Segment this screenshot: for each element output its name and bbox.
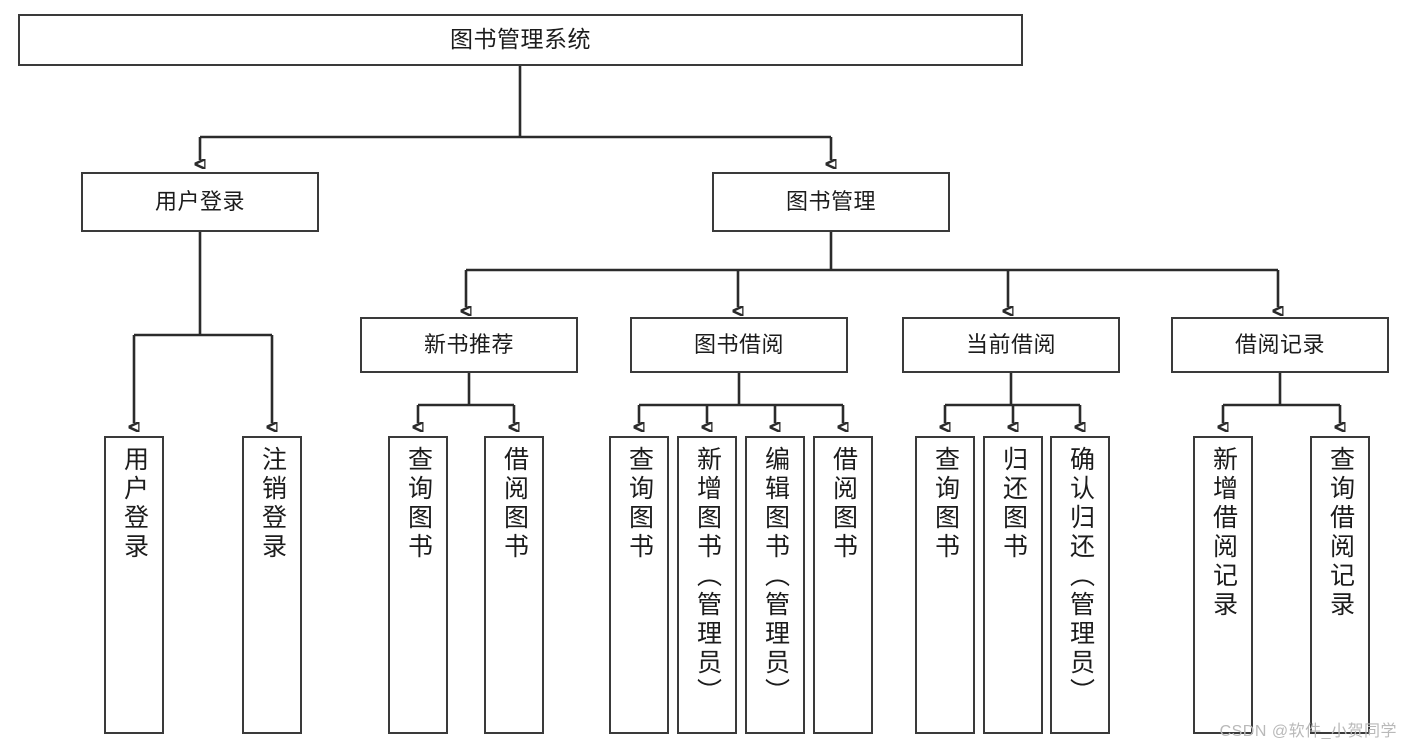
node-book-borrow[interactable]: 图书借阅 [630, 317, 848, 373]
leaf-book-borrow-3[interactable]: 借阅图书 [813, 436, 873, 734]
leaf-book-borrow-0[interactable]: 查询图书 [609, 436, 669, 734]
leaf-user-login-1[interactable]: 注销登录 [242, 436, 302, 734]
node-new-book-rec-label: 新书推荐 [423, 332, 514, 358]
leaf-label: 新增图书（管理员） [693, 446, 722, 707]
leaf-borrow-record-1[interactable]: 查询借阅记录 [1310, 436, 1370, 734]
leaf-label: 查询借阅记录 [1326, 446, 1355, 620]
node-book-borrow-label: 图书借阅 [693, 332, 784, 358]
node-current-borrow-label: 当前借阅 [965, 332, 1056, 358]
leaf-label: 注销登录 [258, 446, 287, 562]
leaf-label: 归还图书 [999, 446, 1028, 562]
leaf-current-borrow-0[interactable]: 查询图书 [915, 436, 975, 734]
node-book-manage-label: 图书管理 [785, 189, 876, 215]
leaf-current-borrow-1[interactable]: 归还图书 [983, 436, 1043, 734]
leaf-label: 借阅图书 [500, 446, 529, 562]
node-current-borrow[interactable]: 当前借阅 [902, 317, 1120, 373]
leaf-book-borrow-2[interactable]: 编辑图书（管理员） [745, 436, 805, 734]
csdn-watermark: CSDN @软件_小贺同学 [1219, 723, 1397, 740]
node-new-book-rec[interactable]: 新书推荐 [360, 317, 578, 373]
leaf-label: 查询图书 [931, 446, 960, 562]
leaf-label: 编辑图书（管理员） [761, 446, 790, 707]
leaf-label: 新增借阅记录 [1209, 446, 1238, 620]
node-user-login-label: 用户登录 [154, 189, 245, 215]
node-root[interactable]: 图书管理系统 [18, 14, 1023, 66]
node-borrow-record[interactable]: 借阅记录 [1171, 317, 1389, 373]
leaf-label: 借阅图书 [829, 446, 858, 562]
node-book-manage[interactable]: 图书管理 [712, 172, 950, 232]
node-user-login[interactable]: 用户登录 [81, 172, 319, 232]
leaf-current-borrow-2[interactable]: 确认归还（管理员） [1050, 436, 1110, 734]
leaf-label: 用户登录 [120, 446, 149, 562]
leaf-borrow-record-0[interactable]: 新增借阅记录 [1193, 436, 1253, 734]
leaf-user-login-0[interactable]: 用户登录 [104, 436, 164, 734]
leaf-new-book-rec-0[interactable]: 查询图书 [388, 436, 448, 734]
node-root-label: 图书管理系统 [450, 26, 591, 53]
leaf-book-borrow-1[interactable]: 新增图书（管理员） [677, 436, 737, 734]
leaf-new-book-rec-1[interactable]: 借阅图书 [484, 436, 544, 734]
leaf-label: 查询图书 [404, 446, 433, 562]
leaf-label: 确认归还（管理员） [1066, 446, 1095, 707]
leaf-label: 查询图书 [625, 446, 654, 562]
node-borrow-record-label: 借阅记录 [1234, 332, 1325, 358]
